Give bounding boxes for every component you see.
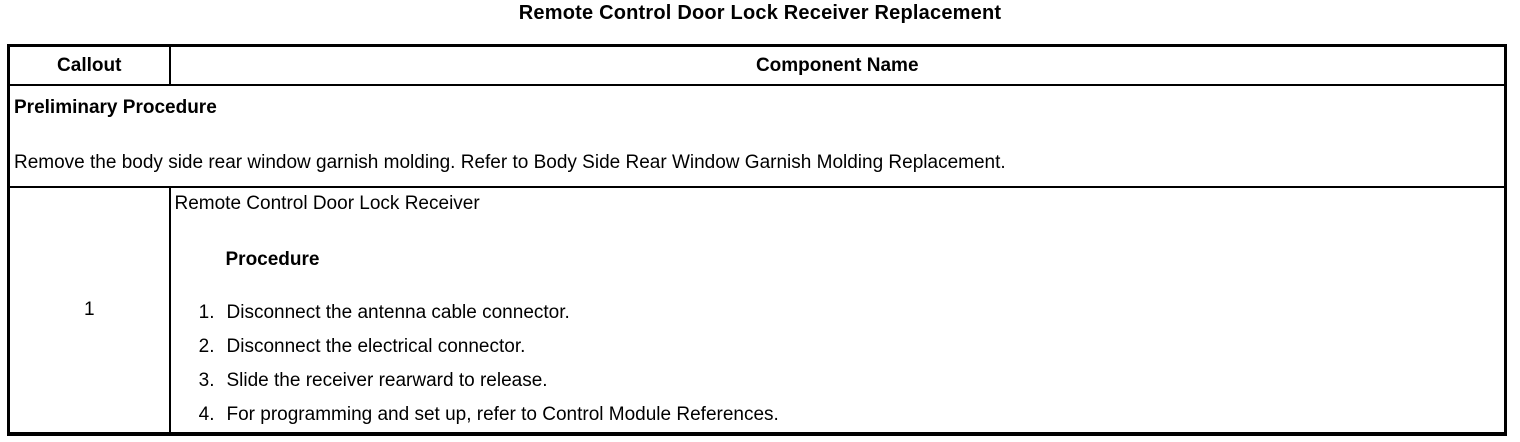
preliminary-procedure-text: Remove the body side rear window garnish… (14, 152, 1006, 173)
callout-number: 1 (7, 186, 171, 435)
step-text: For programming and set up, refer to Con… (226, 404, 779, 425)
procedure-steps-list: 1. Disconnect the antenna cable connecto… (175, 296, 1499, 432)
step-text: Disconnect the electrical connector. (226, 336, 526, 357)
step-number: 1. (198, 302, 215, 323)
step-number: 4. (198, 404, 215, 425)
procedure-step: 4. For programming and set up, refer to … (175, 398, 1499, 432)
table-header: Callout Component Name (7, 44, 1507, 86)
table-row: 1 Remote Control Door Lock Receiver Proc… (7, 186, 1507, 435)
procedure-table: Callout Component Name Preliminary Proce… (7, 44, 1507, 436)
procedure-step: 1. Disconnect the antenna cable connecto… (175, 296, 1499, 330)
component-name-text: Remote Control Door Lock Receiver (174, 193, 480, 214)
step-text: Disconnect the antenna cable connector. (226, 302, 570, 323)
preliminary-procedure-row: Preliminary Procedure Remove the body si… (7, 84, 1507, 188)
step-text: Slide the receiver rearward to release. (226, 370, 548, 391)
preliminary-procedure-cell: Preliminary Procedure Remove the body si… (7, 84, 1507, 188)
procedure-step: 3. Slide the receiver rearward to releas… (175, 364, 1499, 398)
step-number: 3. (198, 370, 215, 391)
header-row: Callout Component Name (7, 44, 1507, 86)
page-title: Remote Control Door Lock Receiver Replac… (518, 2, 1002, 24)
procedure-heading: Procedure (225, 249, 320, 270)
preliminary-procedure-heading: Preliminary Procedure (14, 97, 217, 118)
component-cell: Remote Control Door Lock Receiver Proced… (168, 186, 1507, 435)
step-number: 2. (198, 336, 215, 357)
column-header-callout: Callout (7, 44, 171, 86)
procedure-step: 2. Disconnect the electrical connector. (175, 330, 1499, 364)
column-header-component-name: Component Name (168, 44, 1507, 86)
